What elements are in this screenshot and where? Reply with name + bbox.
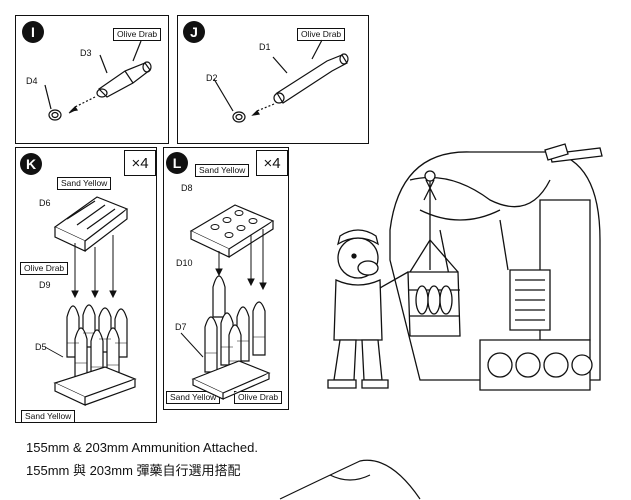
part-label-d6: D6 bbox=[39, 198, 51, 208]
badge-i: I bbox=[22, 21, 44, 43]
paint-label-sand-yellow: Sand Yellow bbox=[57, 177, 112, 190]
paint-label-olive-drab: Olive Drab bbox=[20, 262, 69, 275]
shell-casing-j-drawing bbox=[213, 39, 349, 123]
part-label-d8: D8 bbox=[181, 183, 193, 193]
quantity-multiplier: ×4 bbox=[124, 150, 156, 176]
paint-label-olive-drab: Olive Drab bbox=[234, 391, 283, 404]
caption-english: 155mm & 203mm Ammunition Attached. bbox=[26, 440, 258, 455]
ammo-rack-k-drawing bbox=[44, 196, 137, 406]
part-label-d7: D7 bbox=[175, 322, 187, 332]
paint-label-sand-yellow: Sand Yellow bbox=[195, 164, 250, 177]
part-label-d5: D5 bbox=[35, 342, 47, 352]
part-label-d10: D10 bbox=[176, 258, 193, 268]
paint-label-sand-yellow: Sand Yellow bbox=[166, 391, 221, 404]
part-label-d4: D4 bbox=[26, 76, 38, 86]
paint-label-olive-drab: Olive Drab bbox=[113, 28, 162, 41]
badge-j: J bbox=[183, 21, 205, 43]
shell-casing-i-drawing bbox=[44, 40, 152, 121]
next-step-illustration-partial bbox=[279, 459, 421, 500]
paint-label-sand-yellow: Sand Yellow bbox=[21, 410, 76, 423]
caption-chinese: 155mm 與 203mm 彈藥自行選用搭配 bbox=[26, 463, 241, 478]
part-label-d3: D3 bbox=[80, 48, 92, 58]
vehicle-crane-illustration bbox=[327, 143, 603, 391]
part-label-d1: D1 bbox=[259, 42, 271, 52]
badge-k: K bbox=[20, 153, 42, 175]
badge-l: L bbox=[166, 152, 188, 174]
part-label-d9: D9 bbox=[39, 280, 51, 290]
part-label-d2: D2 bbox=[206, 73, 218, 83]
ammo-rack-l-drawing bbox=[180, 204, 275, 400]
quantity-multiplier: ×4 bbox=[256, 150, 288, 176]
